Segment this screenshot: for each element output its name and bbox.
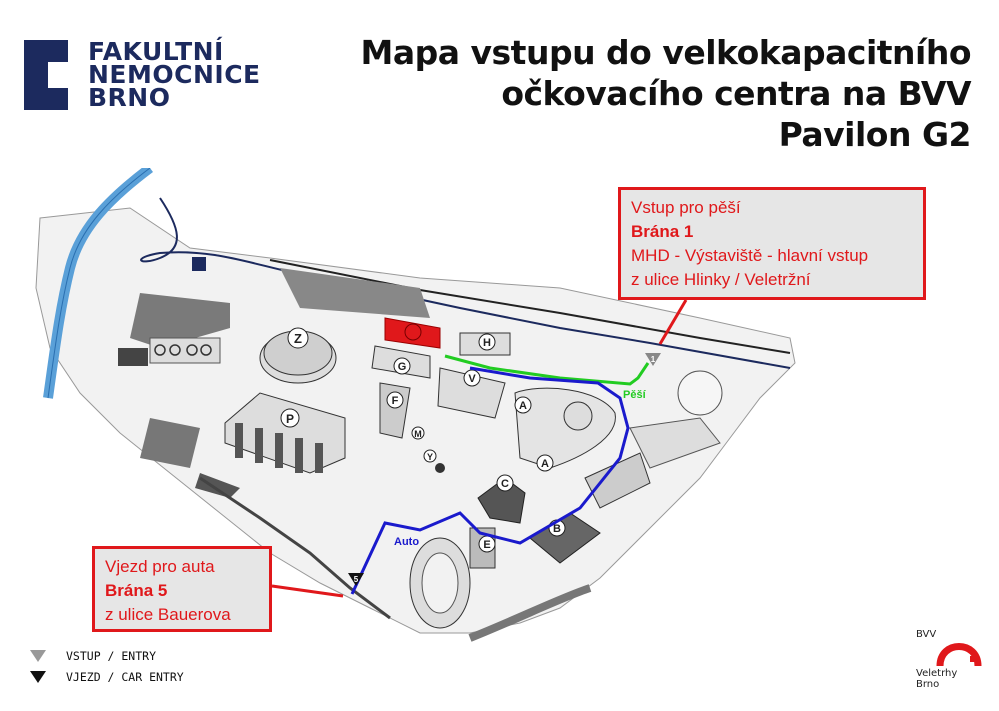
tram-stop-icon xyxy=(192,257,206,271)
pavilion-f: F xyxy=(379,382,411,439)
pedestrian-callout-title: Vstup pro pěší xyxy=(631,198,741,217)
svg-text:P: P xyxy=(286,412,294,426)
car-entry-callout: Vjezd pro auta Brána 5 z ulice Bauerova xyxy=(92,546,272,632)
svg-text:A: A xyxy=(541,458,549,470)
car-pointer xyxy=(271,584,344,598)
pavilion-a: A A xyxy=(514,387,616,472)
legend-car-entry-label: VJEZD / CAR ENTRY xyxy=(66,669,184,684)
pavilion-c: C xyxy=(477,474,526,524)
logo-line-2: NEMOCNICE xyxy=(88,60,261,89)
svg-text:Z: Z xyxy=(294,331,302,346)
pavilion-g2 xyxy=(384,317,441,349)
svg-text:E: E xyxy=(483,539,490,551)
venue-map: Z P G F H V A xyxy=(35,168,796,642)
hospital-logo-mark xyxy=(24,40,68,110)
car-route-label: Auto xyxy=(394,536,419,548)
bvv-arch-icon xyxy=(936,643,982,667)
legend-entry-label: VSTUP / ENTRY xyxy=(66,648,157,663)
parking-area xyxy=(130,293,230,348)
logo-line-3: BRNO xyxy=(88,83,171,112)
svg-text:V: V xyxy=(468,373,476,385)
svg-text:B: B xyxy=(553,523,561,535)
pedestrian-callout-desc: MHD - Výstaviště - hlavní vstup xyxy=(631,246,869,265)
pavilion-g: G xyxy=(371,345,431,379)
legend-entry-row: VSTUP / ENTRY xyxy=(28,645,184,666)
hospital-logo: FAKULTNÍ NEMOCNICE BRNO xyxy=(24,37,294,115)
logo-line-1: FAKULTNÍ xyxy=(88,37,224,66)
car-callout-title: Vjezd pro auta xyxy=(105,557,215,576)
car-callout-street: z ulice Bauerova xyxy=(105,605,231,624)
car-route xyxy=(350,366,630,595)
svg-text:M: M xyxy=(414,429,422,439)
page-title: Mapa vstupu do velkokapacitního očkovací… xyxy=(360,32,972,155)
pavilion-h: H xyxy=(459,332,511,356)
bvv-logo-sub: Veletrhy Brno xyxy=(916,668,958,690)
pavilion-p: P xyxy=(224,392,346,474)
svg-text:A: A xyxy=(519,400,527,412)
svg-text:1: 1 xyxy=(651,355,656,364)
pedestrian-route xyxy=(444,354,650,386)
legend-car-entry-row: VJEZD / CAR ENTRY xyxy=(28,666,184,687)
pavilion-z: Z xyxy=(259,327,337,384)
pedestrian-route-label: Pěší xyxy=(623,389,647,401)
pavilion-v: V xyxy=(437,367,506,419)
pedestrian-callout-street: z ulice Hlinky / Veletržní xyxy=(631,270,811,289)
pedestrian-pointer xyxy=(658,299,688,345)
car-callout-gate: Brána 5 xyxy=(105,581,168,600)
svg-text:Y: Y xyxy=(427,452,433,462)
svg-text:5: 5 xyxy=(354,575,359,584)
gate-1-marker: 1 xyxy=(645,353,661,366)
pedestrian-callout-gate: Brána 1 xyxy=(631,222,694,241)
black-triangle-icon xyxy=(30,670,46,683)
title-line-3: Pavilon G2 xyxy=(778,115,972,154)
hospital-logo-text: FAKULTNÍ NEMOCNICE BRNO xyxy=(88,37,261,112)
stadium xyxy=(409,537,471,629)
pavilion-y: Y xyxy=(423,449,445,473)
pedestrian-entry-callout: Vstup pro pěší Brána 1 MHD - Výstaviště … xyxy=(618,187,926,300)
grey-triangle-icon xyxy=(30,649,46,662)
svg-text:F: F xyxy=(392,395,399,407)
pavilion-m: M xyxy=(411,426,425,440)
title-line-1: Mapa vstupu do velkokapacitního xyxy=(360,33,972,72)
bvv-logo-name: BVV xyxy=(916,629,937,640)
svg-text:G: G xyxy=(398,361,407,373)
svg-text:H: H xyxy=(483,337,491,349)
svg-text:C: C xyxy=(501,478,509,490)
bvv-logo: BVV Veletrhy Brno xyxy=(914,626,984,701)
gate-5-marker: 5 xyxy=(348,573,364,586)
title-line-2: očkovacího centra na BVV xyxy=(501,74,971,113)
map-legend: VSTUP / ENTRY VJEZD / CAR ENTRY xyxy=(28,645,184,687)
